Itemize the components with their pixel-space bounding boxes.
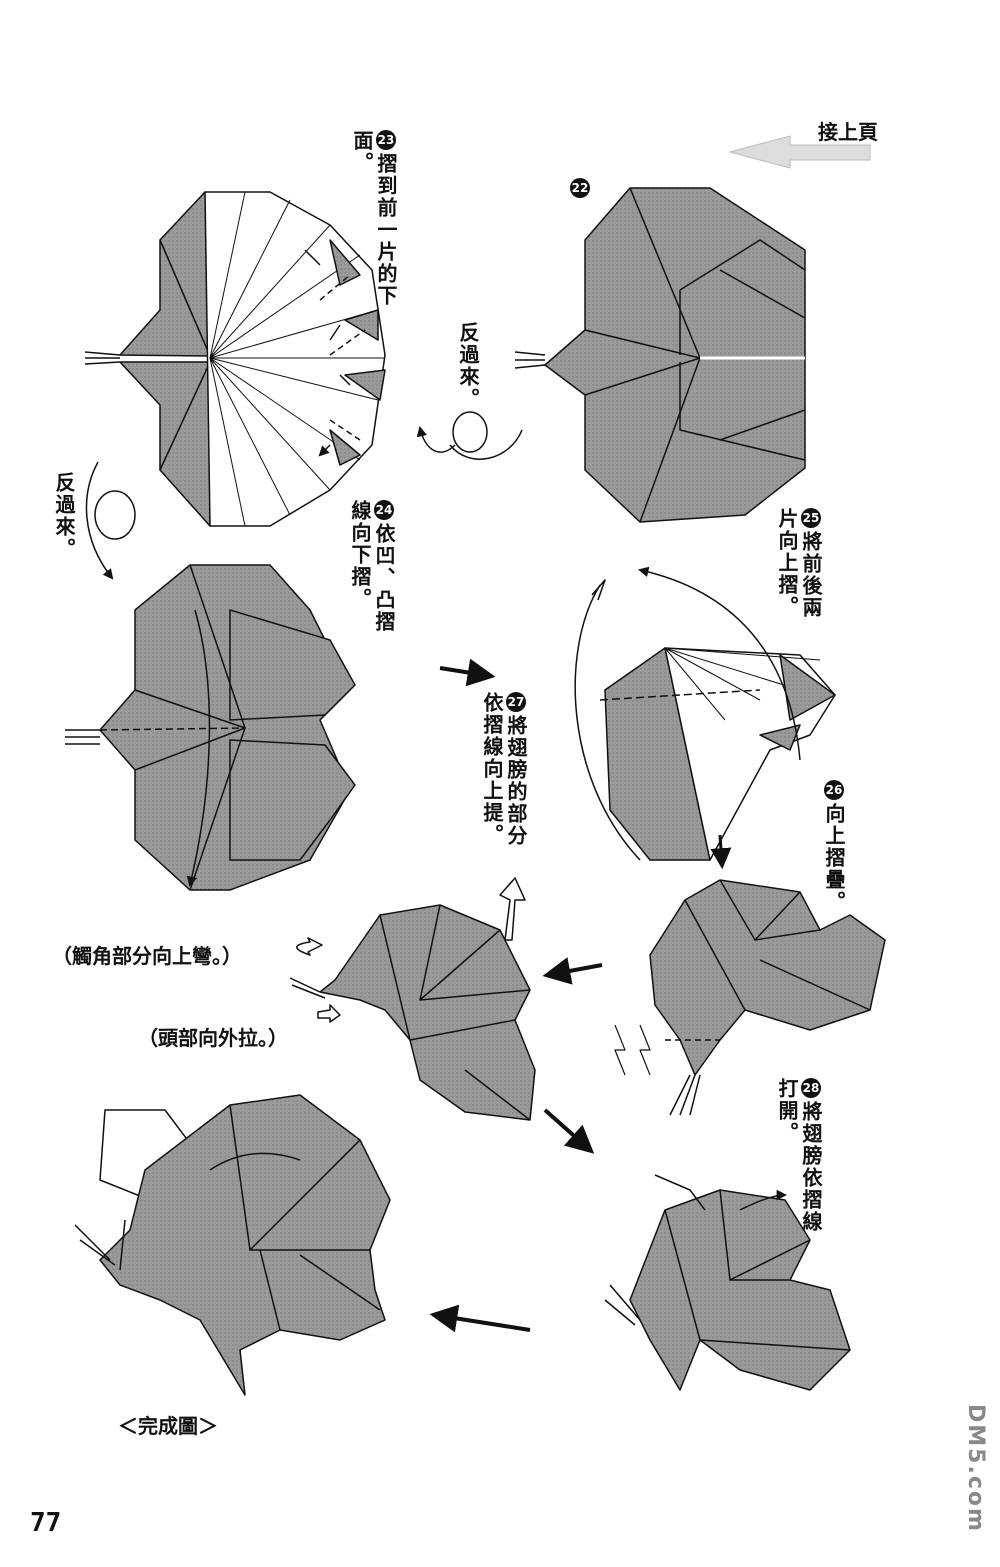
step-23-instruction: 23摺到前一片的下面。 — [350, 130, 398, 320]
step-24-instruction: 24依凹、凸摺線向下摺。 — [348, 500, 396, 650]
step-22-label: 22 — [568, 178, 592, 201]
completed-figure — [74, 1094, 391, 1396]
antenna-note: （觸角部分向上彎。） — [52, 944, 242, 968]
step-arrow — [542, 957, 603, 985]
continue-label: 接上頁 — [818, 120, 878, 144]
step-arrow — [439, 658, 496, 687]
step-text: 將前後兩片向上摺。 — [775, 508, 823, 619]
step-text: 將翅膀的部分依摺線向上提。 — [480, 692, 528, 847]
step-number: 27 — [506, 692, 526, 712]
step-28-figure — [604, 1174, 851, 1391]
step-number: 23 — [376, 130, 396, 150]
step-27-instruction: 27將翅膀的部分依摺線向上提。 — [480, 692, 528, 862]
step-number: 24 — [374, 500, 394, 520]
turn-over-label-2: 反過來。 — [52, 472, 76, 560]
turn-over-label-1: 反過來。 — [456, 322, 480, 410]
step-23-figure — [84, 191, 386, 527]
step-number: 25 — [801, 508, 821, 528]
head-note: （頭部向外拉。） — [138, 1026, 288, 1050]
completed-caption: ＜完成圖＞ — [118, 1414, 218, 1438]
step-27-figure — [289, 877, 536, 1121]
step-26-figure — [614, 879, 886, 1116]
step-arrow — [429, 1304, 531, 1333]
step-text: 將翅膀依摺線打開。 — [775, 1078, 823, 1233]
step-26-instruction: 26 向上摺疊。 — [822, 780, 846, 913]
step-25-instruction: 25將前後兩片向上摺。 — [775, 508, 823, 638]
watermark: DM5.com — [963, 1404, 988, 1533]
step-text: 向上摺疊。 — [822, 803, 846, 913]
step-number: 22 — [570, 178, 590, 198]
step-28-instruction: 28將翅膀依摺線打開。 — [775, 1078, 823, 1238]
step-arrow — [543, 1108, 595, 1154]
step-25-figure — [574, 566, 836, 861]
step-24-figure — [65, 564, 356, 891]
step-22-figure — [514, 187, 806, 523]
continue-arrow — [728, 135, 871, 169]
turn-over-symbol-left — [85, 461, 136, 580]
step-text: 摺到前一片的下面。 — [350, 130, 398, 307]
step-number: 26 — [824, 780, 844, 800]
step-number: 28 — [801, 1078, 821, 1098]
step-text: 依凹、凸摺線向下摺。 — [348, 500, 396, 633]
page-number: 77 — [30, 1508, 62, 1538]
turn-over-symbol — [416, 411, 523, 460]
step-arrow — [710, 834, 732, 870]
